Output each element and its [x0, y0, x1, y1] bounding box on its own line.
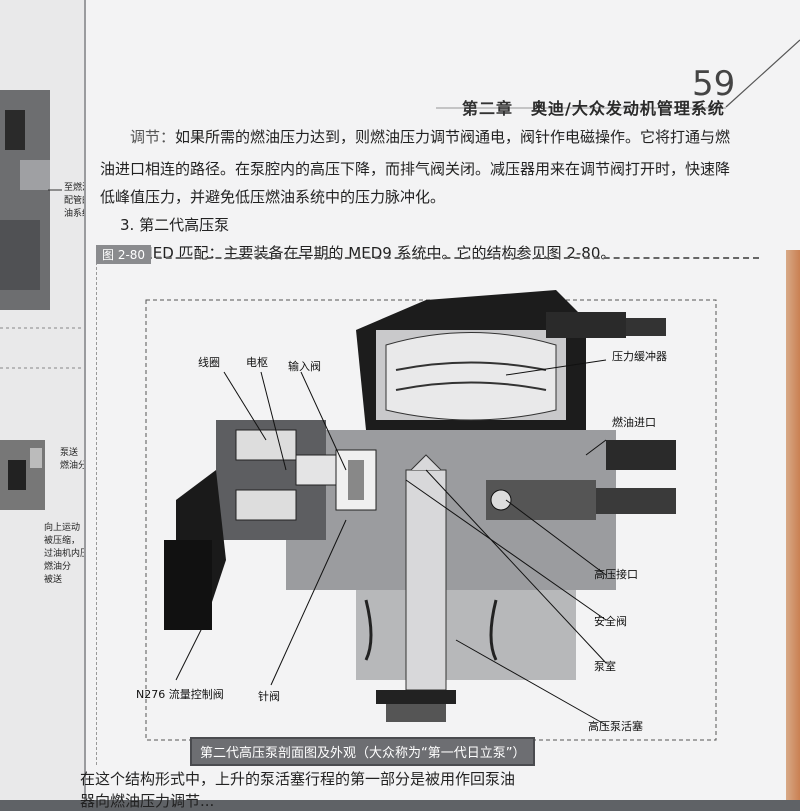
label-needle-valve: 针阀	[258, 690, 280, 703]
paragraph-line: 器向燃油压力调节...	[80, 792, 215, 810]
paragraph-line: 调节：如果所需的燃油压力达到，则燃油压力调节阀通电，阀针作电磁操作。它将打通与燃	[130, 126, 730, 147]
label-piston: 高压泵活塞	[588, 720, 643, 733]
chapter-title: 奥迪/大众发动机管理系统	[531, 99, 725, 118]
adjacent-text-3: 向上运动被压缩，过油机内压燃油分被送	[44, 523, 87, 585]
paragraph-line: 低峰值压力，并避免低压燃油系统中的压力脉冲化。	[100, 188, 446, 206]
page-corner-decoration	[436, 39, 800, 109]
adjacent-text-1: 至燃油分配管的燃油系统	[64, 183, 84, 219]
chapter-number: 第二章	[462, 99, 514, 118]
chapter-header: 第二章奥迪/大众发动机管理系统	[462, 95, 725, 119]
label-high-pressure-port: 高压接口	[594, 568, 638, 581]
paragraph-label: 调节：	[130, 128, 176, 146]
section-heading: 3. 第二代高压泵	[120, 216, 230, 234]
book-edge	[786, 250, 800, 800]
adjacent-text-2: 泵送燃油分	[60, 448, 87, 471]
paragraph-text: 如果所需的燃油压力达到，则燃油压力调节阀通电，阀针作电磁操作。它将打通与燃	[175, 128, 731, 146]
label-n276: N276 流量控制阀	[136, 688, 224, 701]
label-fuel-inlet: 燃油进口	[612, 416, 656, 429]
label-pressure-damper: 压力缓冲器	[612, 350, 667, 363]
pump-cross-section	[145, 290, 717, 741]
label-pump-chamber: 泵室	[594, 660, 616, 673]
label-safety-valve: 安全阀	[594, 615, 627, 628]
adjacent-page-diagram	[0, 90, 84, 510]
page-number: 59	[692, 64, 736, 104]
label-coil: 线圈	[198, 356, 220, 369]
figure-caption: 第二代高压泵剖面图及外观（大众称为“第一代日立泵”）	[190, 737, 536, 766]
book-page: 59 第二章奥迪/大众发动机管理系统 调节：如果所需的燃油压力达到，则燃油压力调…	[80, 0, 800, 810]
figure-frame	[96, 257, 759, 765]
paragraph-line: 油进口相连的路径。在泵腔内的高压下降，而排气阀关闭。减压器用来在调节阀打开时，快…	[100, 160, 731, 178]
figure-tag: 图 2-80	[96, 245, 152, 264]
label-inlet-valve: 输入阀	[288, 360, 321, 373]
label-armature: 电枢	[246, 356, 268, 369]
paragraph-line: 在这个结构形式中，上升的泵活塞行程的第一部分是被用作回泵油	[80, 770, 516, 788]
